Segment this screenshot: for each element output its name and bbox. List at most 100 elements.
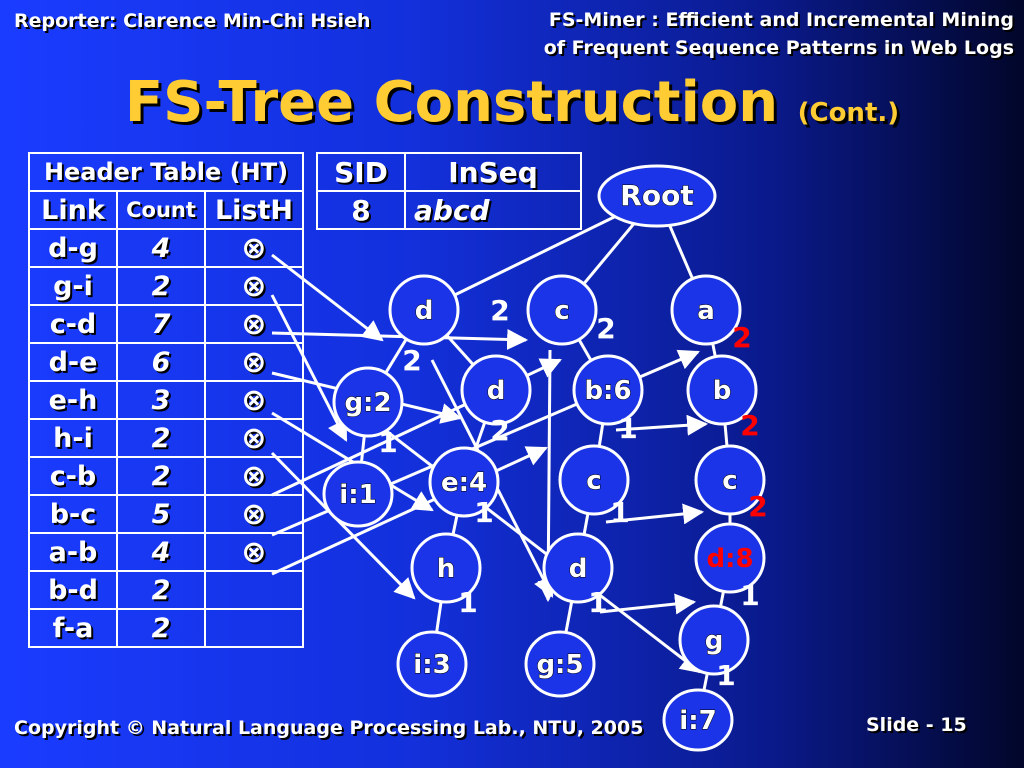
ht-link-cell: g-i xyxy=(28,266,118,306)
ht-count-cell: 2 xyxy=(116,266,206,306)
edge-count-label: 2 xyxy=(596,312,615,345)
slide-title: FS-Tree Construction (Cont.) xyxy=(0,70,1024,135)
link-arrow xyxy=(615,414,709,436)
link-arrow xyxy=(371,418,702,674)
ht-count-cell: 2 xyxy=(116,570,206,610)
link-arrow xyxy=(271,253,384,342)
node-label: g:5 xyxy=(536,650,583,680)
edge-count-label: 1 xyxy=(740,579,759,612)
tree-node-b6: b:6 xyxy=(572,354,644,426)
tree-node-i1: i:1 xyxy=(322,460,394,528)
ht-link-cell: c-d xyxy=(28,304,118,344)
link-arrow xyxy=(271,328,529,350)
node-ellipse xyxy=(694,522,766,594)
edge-count-label: 2 xyxy=(490,414,509,447)
tree-node-g2: g:2 xyxy=(332,366,404,438)
node-label: i:7 xyxy=(679,706,716,736)
node-ellipse xyxy=(460,354,532,426)
tree-node-g1: g xyxy=(678,604,750,676)
edge-count-label: 1 xyxy=(474,496,493,529)
inseq-value: abcd xyxy=(404,190,582,230)
paper-title-line-1: FS-Miner : Efficient and Incremental Min… xyxy=(548,9,1014,31)
slide-title-sub: (Cont.) xyxy=(797,98,900,128)
tree-node-g5: g:5 xyxy=(524,630,596,698)
ht-link-cell: d-g xyxy=(28,228,118,268)
link-arrow xyxy=(605,503,705,525)
node-ellipse xyxy=(396,630,468,698)
node-ellipse xyxy=(322,460,394,528)
ht-count-cell: 2 xyxy=(116,418,206,458)
node-ellipse xyxy=(524,630,596,698)
ht-listh-cell xyxy=(204,608,304,648)
tree-node-d8: d:8 xyxy=(694,522,766,594)
ht-link-cell: e-h xyxy=(28,380,118,420)
node-label: Root xyxy=(620,179,693,212)
edge-count-label: 2 xyxy=(740,409,759,442)
ht-listh-cell: ⊗ xyxy=(204,418,304,458)
ht-count-cell: 6 xyxy=(116,342,206,382)
copyright-label: Copyright © Natural Language Processing … xyxy=(14,717,644,739)
tree-node-e4: e:4 xyxy=(428,446,500,518)
edge-count-label: 1 xyxy=(618,412,637,445)
node-label: e:4 xyxy=(441,468,487,498)
node-ellipse xyxy=(332,366,404,438)
edge-count-label: 1 xyxy=(588,586,607,619)
ht-count-cell: 2 xyxy=(116,608,206,648)
link-arrow xyxy=(270,451,416,600)
node-ellipse xyxy=(597,164,717,228)
ht-count-cell: 4 xyxy=(116,532,206,572)
node-ellipse xyxy=(428,446,500,518)
link-arrow xyxy=(599,593,697,615)
node-label: d xyxy=(415,296,434,326)
node-label: b xyxy=(713,376,732,406)
ht-link-cell: b-c xyxy=(28,494,118,534)
ht-count-cell: 3 xyxy=(116,380,206,420)
ht-listh-cell: ⊗ xyxy=(204,228,304,268)
ht-listh-cell xyxy=(204,570,304,610)
col-inseq: InSeq xyxy=(404,152,582,192)
edge-count-label: 1 xyxy=(458,586,477,619)
edge-count-label: 1 xyxy=(716,659,735,692)
ht-link-cell: c-b xyxy=(28,456,118,496)
ht-listh-cell: ⊗ xyxy=(204,304,304,344)
node-ellipse xyxy=(662,688,734,752)
col-sid: SID xyxy=(316,152,406,192)
node-ellipse xyxy=(542,532,614,604)
ht-link-cell: b-d xyxy=(28,570,118,610)
reporter-label: Reporter: Clarence Min-Chi Hsieh xyxy=(14,10,371,32)
slide-title-main: FS-Tree Construction xyxy=(124,70,779,135)
link-arrow xyxy=(271,446,548,576)
edge-count-label: 2 xyxy=(732,321,751,354)
tree-node-a1: a xyxy=(670,274,742,346)
node-ellipse xyxy=(694,444,766,516)
node-label: b:6 xyxy=(584,376,631,406)
node-ellipse xyxy=(558,444,630,516)
node-label: i:1 xyxy=(339,480,376,510)
tree-node-root: Root xyxy=(597,164,717,228)
link-arrow xyxy=(270,294,348,442)
tree-node-d2: d xyxy=(460,354,532,426)
sequence-table: SID InSeq 8 abcd xyxy=(316,152,582,230)
node-ellipse xyxy=(670,274,742,346)
edge-count-label: 1 xyxy=(378,426,397,459)
tree-node-c1: c xyxy=(526,274,598,346)
node-label: c xyxy=(722,466,737,496)
tree-node-h1: h xyxy=(410,532,482,604)
header-table-caption: Header Table (HT) xyxy=(28,152,304,192)
node-label: c xyxy=(554,296,569,326)
node-ellipse xyxy=(526,274,598,346)
ht-link-cell: f-a xyxy=(28,608,118,648)
edge-count-label: 1 xyxy=(610,496,629,529)
node-label: d xyxy=(569,554,588,584)
node-label: c xyxy=(586,466,601,496)
ht-link-cell: h-i xyxy=(28,418,118,458)
slide-number: Slide - 15 xyxy=(866,714,967,736)
tree-node-c2: c xyxy=(558,444,630,516)
